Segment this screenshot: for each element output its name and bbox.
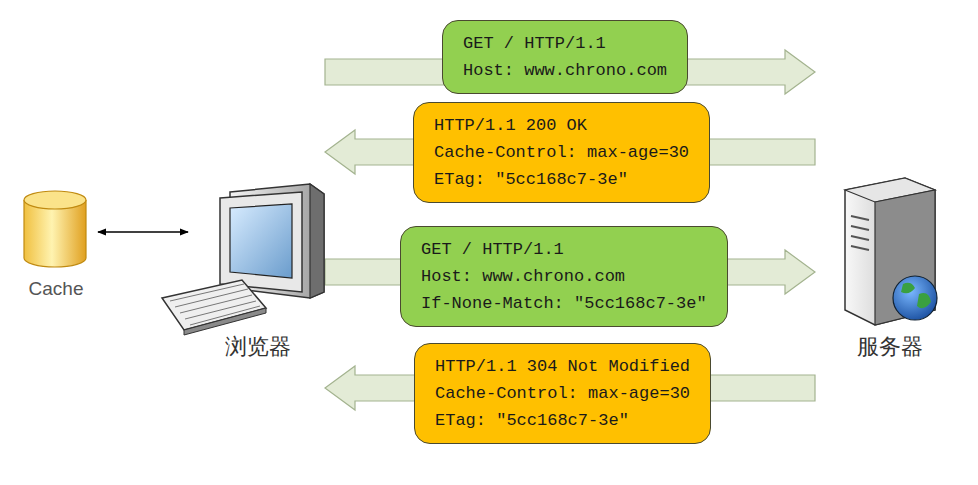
computer-icon [190, 180, 330, 350]
http-line: Cache-Control: max-age=30 [434, 139, 689, 166]
response-box: HTTP/1.1 200 OKCache-Control: max-age=30… [413, 102, 710, 203]
node-label: Cache [16, 278, 96, 300]
http-line: Cache-Control: max-age=30 [435, 380, 690, 407]
http-line: Host: www.chrono.com [463, 57, 667, 84]
http-line: GET / HTTP/1.1 [463, 30, 667, 57]
cache-store: Cache [16, 186, 96, 306]
cache-cylinder [16, 186, 96, 276]
sync-arrow [98, 231, 188, 232]
server-icon [815, 170, 965, 340]
request-box: GET / HTTP/1.1Host: www.chrono.com [442, 20, 688, 94]
request-box: GET / HTTP/1.1Host: www.chrono.comIf-Non… [400, 226, 728, 327]
http-line: HTTP/1.1 200 OK [434, 112, 689, 139]
browser-node: 浏览器 [190, 30, 325, 420]
http-line: Host: www.chrono.com [421, 263, 707, 290]
node-label: 服务器 [815, 332, 965, 362]
server-node: 服务器 [815, 30, 965, 420]
http-line: HTTP/1.1 304 Not Modified [435, 353, 690, 380]
http-line: ETag: "5cc168c7-3e" [434, 166, 689, 193]
http-line: GET / HTTP/1.1 [421, 236, 707, 263]
http-line: If-None-Match: "5cc168c7-3e" [421, 290, 707, 317]
response-box: HTTP/1.1 304 Not ModifiedCache-Control: … [414, 343, 711, 444]
http-line: ETag: "5cc168c7-3e" [435, 407, 690, 434]
node-label: 浏览器 [190, 332, 325, 362]
